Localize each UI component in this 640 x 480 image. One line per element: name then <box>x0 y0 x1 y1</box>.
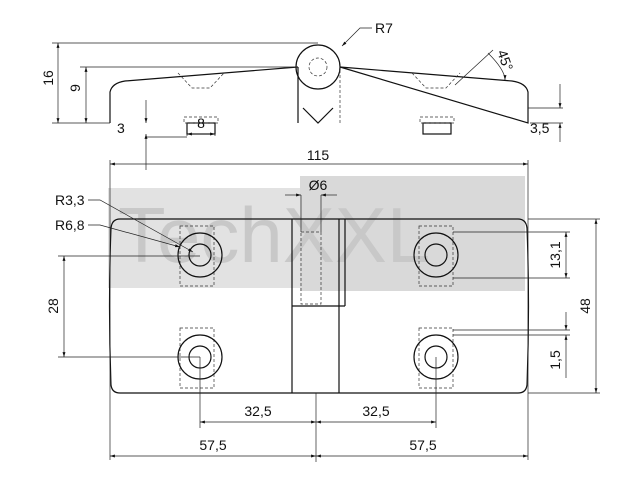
dim-pin-diameter: Ø6 <box>309 177 328 193</box>
dim-boss-height: 3 <box>117 120 125 136</box>
dim-total-height: 16 <box>40 70 56 86</box>
dim-boss-length: 13,1 <box>547 241 563 268</box>
dim-overall-width: 48 <box>577 298 593 314</box>
watermark: TechXXL <box>108 176 525 291</box>
dim-boss-width: 8 <box>197 115 205 131</box>
side-view: 16 9 3 8 3,5 45° R7 <box>40 20 563 170</box>
pin-hidden <box>308 57 328 77</box>
dim-leaf-height: 9 <box>67 84 83 92</box>
dim-overall-length: 115 <box>307 147 330 163</box>
dim-hole-radius: R3,3 <box>55 192 85 208</box>
dim-countersink-angle: 45° <box>494 48 516 73</box>
pin-hidden-plan <box>300 231 322 305</box>
dim-half-length-right: 57,5 <box>409 437 436 453</box>
dim-hole-vertical-spacing: 28 <box>45 298 61 314</box>
dim-hole-offset-left: 32,5 <box>244 403 271 419</box>
hinge-outline <box>108 218 530 394</box>
knuckle <box>295 44 341 90</box>
plan-view: 115 Ø6 R3,3 R6,8 28 13,1 48 1,5 <box>45 147 600 462</box>
dim-edge-height: 3,5 <box>530 120 550 136</box>
boss-right <box>422 122 452 135</box>
hole-top-right <box>413 225 459 287</box>
dim-counterbore-radius: R6,8 <box>55 217 85 233</box>
dim-boss-offset: 1,5 <box>547 350 563 370</box>
dim-radius-knuckle: R7 <box>375 20 393 36</box>
dim-hole-offset-right: 32,5 <box>362 403 389 419</box>
hinge-leaf-profile <box>109 66 529 124</box>
watermark-text: TechXXL <box>118 191 430 279</box>
dim-half-length-left: 57,5 <box>199 437 226 453</box>
